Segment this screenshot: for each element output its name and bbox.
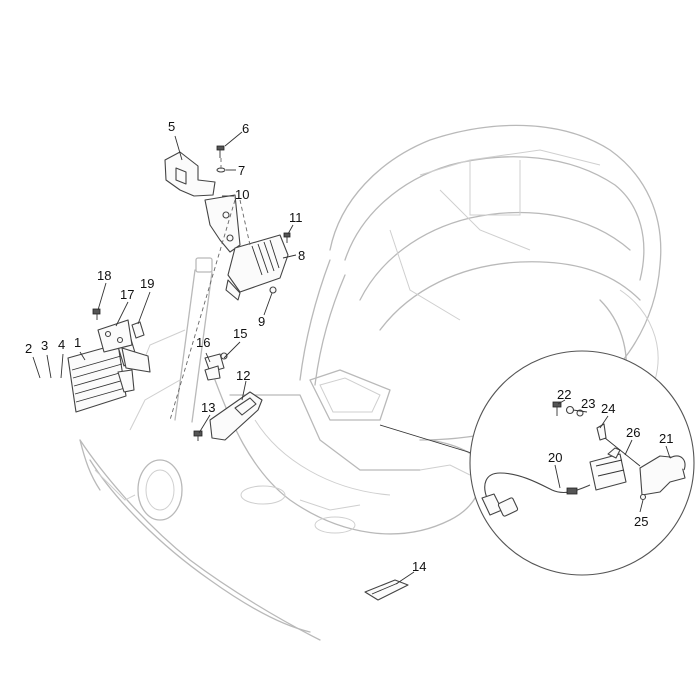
callout-17: 17	[120, 287, 134, 302]
callout-19: 19	[140, 276, 154, 291]
callout-2: 2	[25, 341, 32, 356]
bracket-part	[164, 151, 241, 253]
callout-22: 22	[557, 387, 571, 402]
callout-6: 6	[242, 121, 249, 136]
callout-16: 16	[196, 335, 210, 350]
callout-7: 7	[238, 163, 245, 178]
callout-9: 9	[258, 314, 265, 329]
footplate-part	[364, 579, 409, 601]
callout-numbers: 1 2 3 4 5 6 7 8 9 10 11 12 13 14 15 16 1…	[25, 119, 673, 574]
callout-23: 23	[581, 396, 595, 411]
callout-4: 4	[58, 337, 65, 352]
connectors	[204, 352, 228, 381]
electronic-module	[225, 234, 289, 301]
callout-25: 25	[634, 514, 648, 529]
callout-21: 21	[659, 431, 673, 446]
support-bracket	[209, 391, 263, 441]
detail-inset	[379, 350, 695, 576]
callout-26: 26	[626, 425, 640, 440]
callout-10: 10	[235, 187, 249, 202]
callout-3: 3	[41, 338, 48, 353]
callout-8: 8	[298, 248, 305, 263]
callout-11: 11	[289, 210, 303, 225]
assembly-lines	[169, 158, 251, 421]
callout-13: 13	[201, 400, 215, 415]
callout-14: 14	[412, 559, 426, 574]
callout-1: 1	[74, 335, 81, 350]
mount-plate	[97, 319, 145, 353]
screws	[92, 145, 291, 441]
callout-20: 20	[548, 450, 562, 465]
callout-18: 18	[97, 268, 111, 283]
scooter-frame-outline	[79, 124, 662, 641]
callout-15: 15	[233, 326, 247, 341]
callout-24: 24	[601, 401, 615, 416]
callout-5: 5	[168, 119, 175, 134]
callout-leaders	[32, 131, 671, 585]
callout-12: 12	[236, 368, 250, 383]
